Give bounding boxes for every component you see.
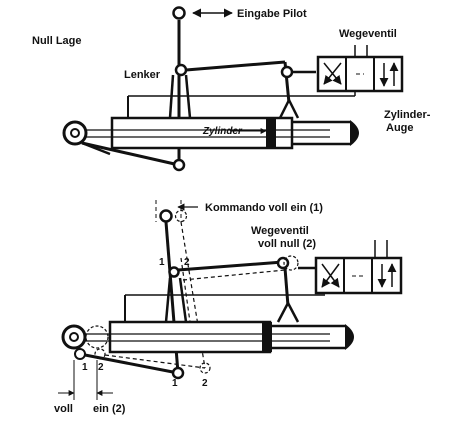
cylinder-eye-bottom <box>345 324 354 350</box>
cylinder-body-top <box>110 116 294 150</box>
cylinder-eye-top <box>350 120 359 146</box>
label-zylinder-auge-1: Zylinder- <box>384 109 431 121</box>
anchor-lower-1 <box>74 348 86 360</box>
label-zylinder: Zylinder <box>202 126 243 137</box>
label-pos1-top: 1 <box>159 257 165 268</box>
label-wegeventil-bottom-2: voll null (2) <box>258 238 316 250</box>
label-eingabe-pilot: Eingabe Pilot <box>237 8 307 20</box>
title-null-lage: Null Lage <box>32 35 82 47</box>
label-pos1-left: 1 <box>82 362 88 373</box>
label-voll: voll <box>54 403 73 415</box>
label-lenker: Lenker <box>124 69 161 81</box>
label-kommando: Kommando voll ein (1) <box>205 202 323 214</box>
piston-top <box>266 118 276 148</box>
pilot-input-pivot <box>172 6 186 20</box>
valve-link-pivot <box>280 65 294 79</box>
piston-bottom <box>262 322 272 352</box>
label-pos2-left: 2 <box>98 362 104 373</box>
label-pos2-top: 2 <box>184 257 190 268</box>
label-wegeventil-top: Wegeventil <box>339 28 397 40</box>
valve-link-pivot-bottom <box>276 256 290 270</box>
anchor-eye-bottom-2 <box>85 325 109 349</box>
top-diagram: Null Lage Eingabe Pilot Wegeventil Lenke… <box>32 6 431 172</box>
label-pos1-bottom: 1 <box>172 378 178 389</box>
command-pivot-1 <box>159 209 173 223</box>
lower-pivot-bottom-1 <box>171 366 185 380</box>
bottom-diagram: Kommando voll ein (1) Wegeventil voll nu… <box>54 200 403 415</box>
label-zylinder-auge-2: Auge <box>386 122 414 134</box>
label-ein-2: ein (2) <box>93 403 126 415</box>
lower-pivot-top <box>172 158 186 172</box>
valve-box-bottom <box>314 256 403 295</box>
cylinder-body-bottom <box>108 320 272 354</box>
label-wegeventil-bottom-1: Wegeventil <box>251 225 309 237</box>
mid-pivot-1 <box>168 266 180 278</box>
lower-pivot-bottom-2 <box>199 362 211 374</box>
label-pos2-bottom: 2 <box>202 378 208 389</box>
lever-pivot <box>174 63 188 77</box>
